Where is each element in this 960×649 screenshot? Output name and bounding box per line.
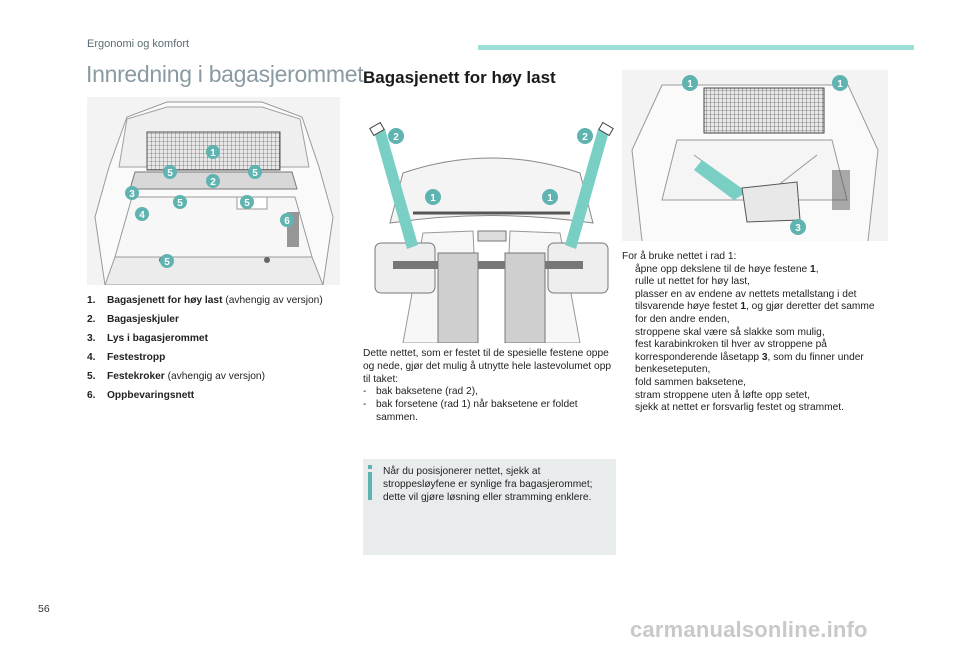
callout-badge: 5 xyxy=(240,195,254,209)
instruction-step: plasser en av endene av nettets metallst… xyxy=(622,289,887,327)
svg-text:5: 5 xyxy=(167,168,173,179)
net-front-seats-illustration: 2 2 1 1 xyxy=(363,113,620,343)
svg-text:1: 1 xyxy=(837,79,843,90)
callout-badge: 1 xyxy=(682,75,698,91)
step-bullet-icon xyxy=(622,377,635,390)
callout-badge: 2 xyxy=(388,128,404,144)
svg-text:4: 4 xyxy=(139,210,145,221)
trunk-overview-illustration: 1 2 3 4 5 5 5 5 5 6 xyxy=(87,97,340,285)
callout-badge: 4 xyxy=(135,207,149,221)
svg-text:2: 2 xyxy=(582,132,588,143)
step-bullet-icon xyxy=(622,289,635,327)
svg-text:5: 5 xyxy=(244,198,250,209)
callout-badge: 1 xyxy=(832,75,848,91)
svg-text:3: 3 xyxy=(129,189,135,200)
instruction-step: rulle ut nettet for høy last, xyxy=(622,276,887,289)
section-heading: Bagasjenett for høy last xyxy=(363,68,556,87)
instruction-step: stram stroppene uten å løfte opp setet, xyxy=(622,390,887,403)
legend-item: 2.Bagasjeskjuler xyxy=(87,314,179,325)
list-item: -bak baksetene (rad 2), xyxy=(363,386,478,398)
callout-badge: 6 xyxy=(280,213,294,227)
callout-badge: 5 xyxy=(173,195,187,209)
callout-badge: 2 xyxy=(206,174,220,188)
callout-badge: 1 xyxy=(542,189,558,205)
callout-badge: 3 xyxy=(125,186,139,200)
step-bullet-icon xyxy=(622,327,635,340)
legend-list: 1.Bagasjenett for høy last (avhengig av … xyxy=(87,294,337,408)
usage-instructions: For å bruke nettet i rad 1: åpne opp dek… xyxy=(622,251,887,415)
instruction-step: åpne opp dekslene til de høye festene 1, xyxy=(622,264,887,277)
legend-item: 5.Festekroker (avhengig av versjon) xyxy=(87,371,265,382)
step-bullet-icon xyxy=(622,402,635,415)
svg-text:1: 1 xyxy=(430,193,436,204)
net-description: Dette nettet, som er festet til de spesi… xyxy=(363,348,621,425)
callout-badge: 5 xyxy=(248,165,262,179)
callout-badge: 1 xyxy=(206,145,220,159)
instruction-step: sjekk at nettet er forsvarlig festet og … xyxy=(622,402,887,415)
svg-text:3: 3 xyxy=(795,223,801,234)
instruction-step: stroppene skal være så slakke som mulig, xyxy=(622,327,887,340)
step-bullet-icon xyxy=(622,276,635,289)
svg-text:1: 1 xyxy=(687,79,693,90)
page-title: Innredning i bagasjerommet xyxy=(86,61,364,87)
legend-item: 3.Lys i bagasjerommet xyxy=(87,333,208,344)
instruction-step: fest karabinkroken til hver av stroppene… xyxy=(622,339,887,377)
svg-text:5: 5 xyxy=(252,168,258,179)
section-label: Ergonomi og komfort xyxy=(87,38,190,50)
net-rear-seats-illustration: 1 1 3 xyxy=(622,70,888,241)
step-bullet-icon xyxy=(622,390,635,403)
legend-item: 4.Festestropp xyxy=(87,352,166,363)
legend-item: 1.Bagasjenett for høy last (avhengig av … xyxy=(87,295,323,306)
intro-paragraph: Dette nettet, som er festet til de spesi… xyxy=(363,348,612,385)
svg-text:5: 5 xyxy=(177,198,183,209)
callout-badge: 5 xyxy=(163,165,177,179)
info-icon xyxy=(368,465,372,500)
info-box: Når du posisjonerer nettet, sjekk at str… xyxy=(363,459,616,555)
instruction-step: fold sammen baksetene, xyxy=(622,377,887,390)
watermark: carmanualsonline.info xyxy=(630,617,868,642)
info-text: Når du posisjonerer nettet, sjekk at str… xyxy=(383,466,593,503)
svg-text:6: 6 xyxy=(284,216,290,227)
svg-text:2: 2 xyxy=(393,132,399,143)
callout-badge: 2 xyxy=(577,128,593,144)
step-bullet-icon xyxy=(622,339,635,377)
svg-text:1: 1 xyxy=(210,148,216,159)
legend-item: 6.Oppbevaringsnett xyxy=(87,390,195,401)
callout-badge: 3 xyxy=(790,219,806,235)
callout-badge: 5 xyxy=(160,254,174,268)
step-bullet-icon xyxy=(622,264,635,277)
list-item: -bak forsetene (rad 1) når baksetene er … xyxy=(363,399,578,423)
callout-badge: 1 xyxy=(425,189,441,205)
page-number: 56 xyxy=(38,603,50,615)
svg-text:1: 1 xyxy=(547,193,553,204)
svg-text:2: 2 xyxy=(210,177,216,188)
section-accent-bar xyxy=(478,45,914,50)
svg-text:5: 5 xyxy=(164,257,170,268)
instructions-intro: For å bruke nettet i rad 1: xyxy=(622,251,737,262)
